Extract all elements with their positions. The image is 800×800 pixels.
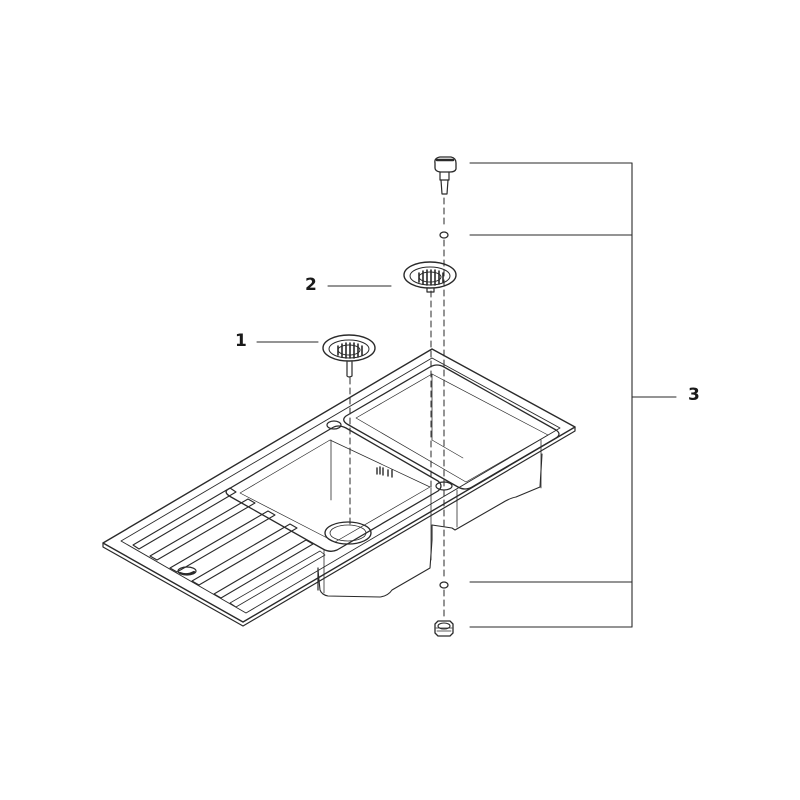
washer-top-icon bbox=[439, 231, 449, 239]
leader-lines bbox=[256, 162, 677, 628]
washer-bottom-icon bbox=[439, 581, 449, 589]
sink-icon bbox=[102, 348, 576, 627]
strainer-2-icon bbox=[403, 261, 457, 293]
assembly-axis-lines bbox=[349, 197, 445, 621]
callout-label-3: 3 bbox=[688, 385, 700, 405]
strainer-1-icon bbox=[322, 334, 376, 378]
large-bowl bbox=[225, 420, 442, 598]
waste-nut-icon bbox=[434, 620, 454, 637]
callout-label-1: 1 bbox=[235, 331, 247, 351]
pop-up-knob-icon bbox=[434, 156, 457, 195]
callout-label-2: 2 bbox=[305, 275, 317, 295]
drainer-grooves bbox=[132, 487, 326, 608]
small-bowl bbox=[343, 364, 560, 541]
